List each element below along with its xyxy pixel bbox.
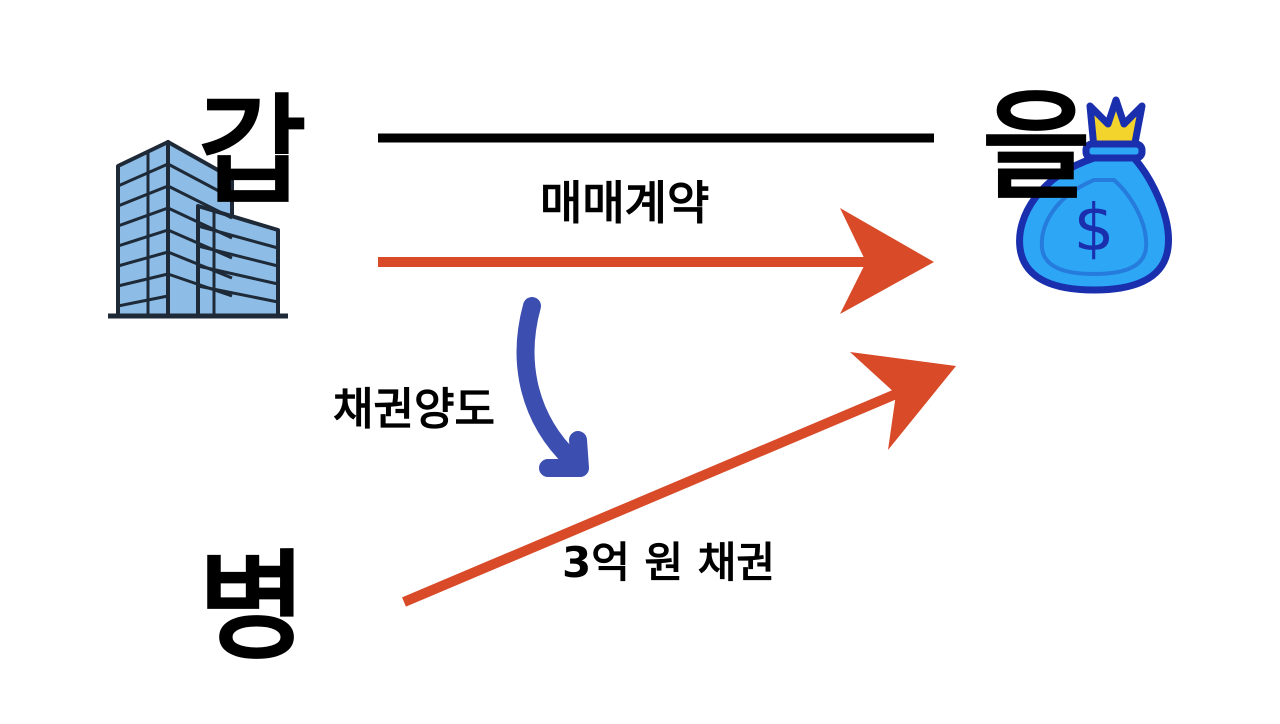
claim-label: 3억 원 채권 [562, 538, 776, 587]
office-building-icon [108, 140, 288, 319]
sale-contract-label: 매매계약 [540, 176, 710, 230]
party-eul-label: 을 [982, 78, 1091, 216]
assignment-label: 채권양도 [333, 384, 495, 435]
claim-arrow [402, 352, 956, 607]
party-byeong-label: 병 [198, 538, 307, 676]
money-bag-icon [1016, 96, 1172, 294]
assignment-arrow [516, 297, 589, 477]
sale-arrow [378, 208, 934, 314]
dollar-sign-icon: $ [1074, 192, 1115, 266]
party-gap-label: 갑 [198, 82, 307, 220]
